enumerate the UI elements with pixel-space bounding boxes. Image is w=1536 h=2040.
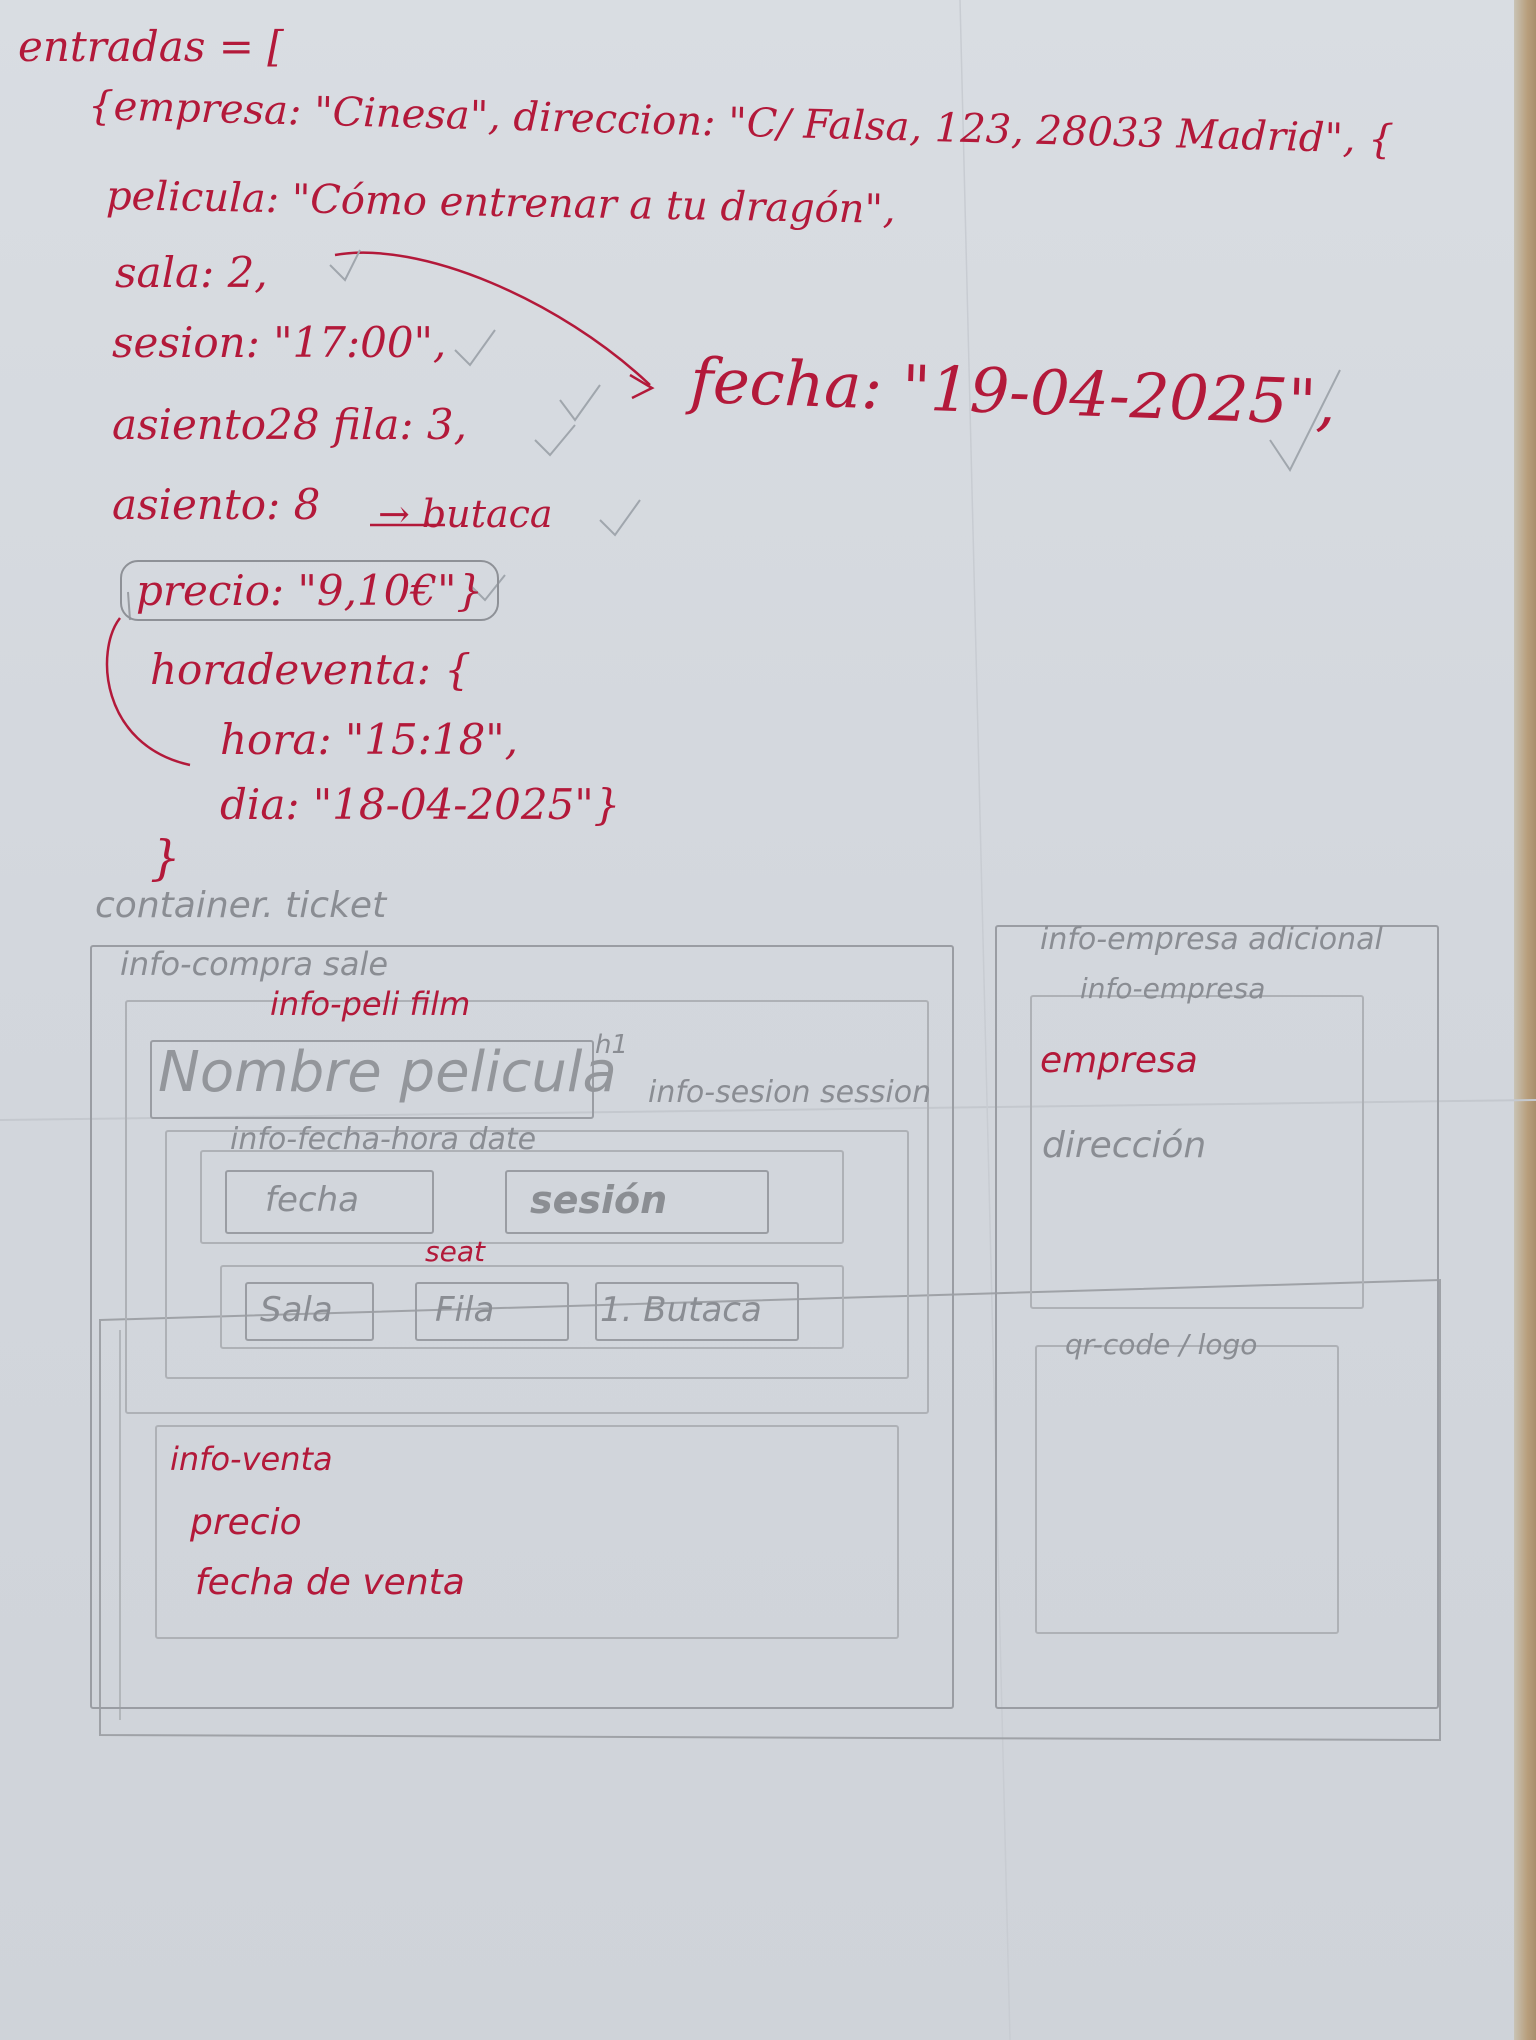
info-peli-label: info-peli film	[270, 985, 471, 1023]
code-close: }	[150, 830, 181, 886]
butaca-box-text: 1. Butaca	[600, 1290, 762, 1330]
title-text: Nombre pelicula	[158, 1040, 617, 1105]
direccion-text: dirección	[1042, 1125, 1207, 1166]
info-peli-box	[125, 1000, 929, 1414]
sala-box	[245, 1282, 374, 1341]
precio-text: precio	[190, 1502, 302, 1543]
empresa-adicional-label: info-empresa adicional	[1040, 922, 1383, 957]
table-edge	[1514, 0, 1536, 2040]
qr-label: qr-code / logo	[1065, 1328, 1258, 1361]
title-box	[150, 1040, 594, 1119]
code-open: entradas = [	[18, 22, 284, 71]
info-venta-box	[155, 1425, 899, 1639]
fecha-venta-text: fecha de venta	[195, 1562, 465, 1603]
code-hora-line: hora: "15:18",	[220, 715, 518, 764]
seat-row-box	[220, 1265, 844, 1349]
fecha-box	[225, 1170, 434, 1234]
info-compra-box	[90, 945, 954, 1709]
info-empresa-adicional-box	[995, 925, 1439, 1709]
date-row-box	[200, 1150, 844, 1244]
code-asiento-line: asiento: 8	[112, 480, 321, 529]
code-precio-line: precio: "9,10€"}	[120, 560, 500, 621]
sesion-box	[505, 1170, 769, 1234]
empresa-label: info-empresa	[1080, 972, 1266, 1005]
fecha-box-text: fecha	[265, 1180, 359, 1220]
code-sesion-line: sesion: "17:00",	[112, 318, 447, 367]
h1-label: h1	[595, 1030, 629, 1060]
code-fila-line: asiento28 fila: 3,	[112, 400, 467, 449]
empresa-text: empresa	[1040, 1040, 1198, 1081]
info-empresa-box	[1030, 995, 1364, 1309]
butaca-box	[595, 1282, 799, 1341]
info-venta-label: info-venta	[170, 1440, 333, 1478]
info-compra-label: info-compra sale	[120, 945, 389, 983]
code-dia-line: dia: "18-04-2025"}	[220, 780, 621, 829]
fila-box-text: Fila	[435, 1290, 495, 1330]
fila-box	[415, 1282, 569, 1341]
sala-box-text: Sala	[260, 1290, 333, 1330]
code-venta-line: horadeventa: {	[150, 645, 471, 694]
info-sesion-label: info-sesion session	[648, 1075, 932, 1110]
qr-code-box	[1035, 1345, 1339, 1634]
seat-label: seat	[425, 1235, 485, 1268]
code-butaca-note: → butaca	[378, 492, 553, 536]
info-sesion-box	[165, 1130, 909, 1379]
container-label: container. ticket	[95, 885, 387, 926]
sesion-box-text: sesión	[530, 1178, 668, 1222]
code-sala-line: sala: 2,	[115, 248, 268, 297]
